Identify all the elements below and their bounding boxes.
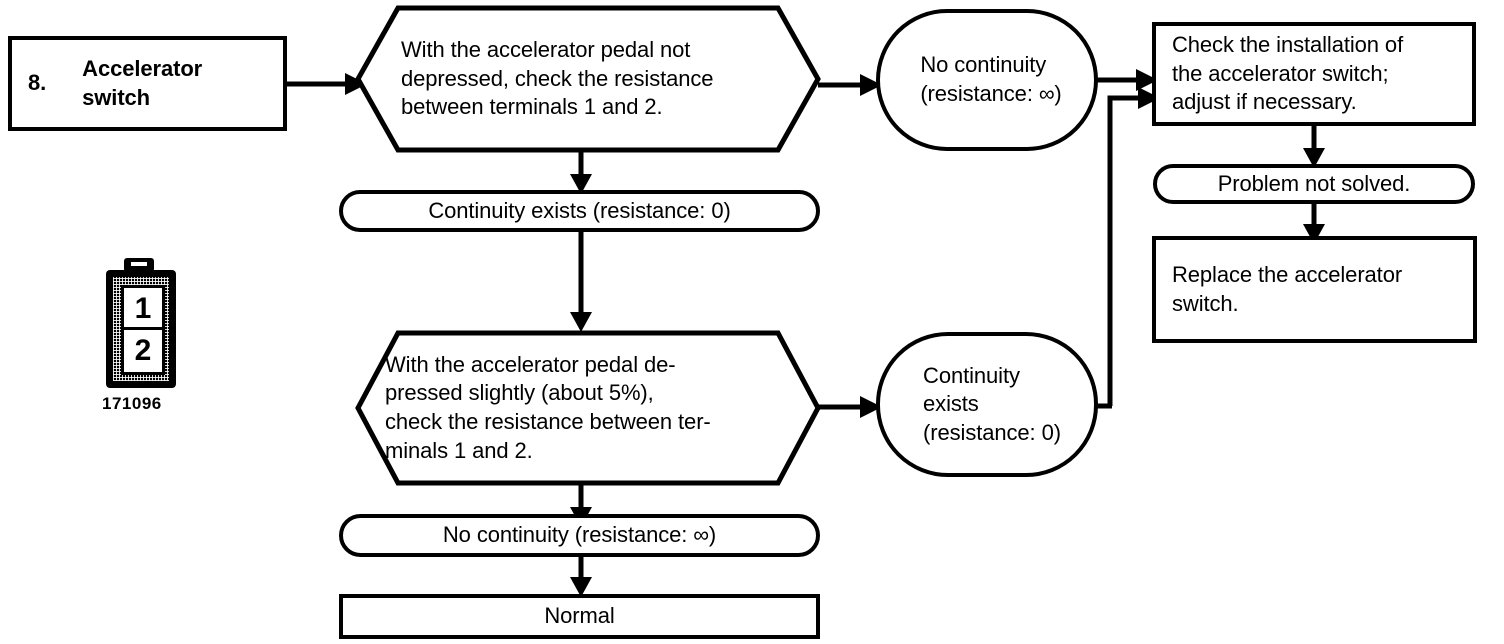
connector-illustration: 1 2 171096 (100, 258, 190, 418)
node-test1-text: With the accelerator pedal not depressed… (401, 37, 714, 120)
arrow-test1-to-no-continuity (818, 74, 882, 96)
hexagon-outline (355, 5, 821, 153)
node-test2-result-continuity[interactable]: Continuity exists (resistance: 0) (876, 332, 1098, 477)
node-check-installation[interactable]: Check the installation of the accelerato… (1152, 22, 1476, 126)
hexagon-outline-2 (355, 330, 821, 486)
node-test2-result-no-continuity[interactable]: No continuity (resistance: ∞) (339, 514, 820, 557)
arrow-continuity-exists-to-check-installation (1107, 87, 1160, 406)
node-test1[interactable]: With the accelerator pedal not depressed… (355, 5, 821, 153)
connector-pin-1: 1 (121, 285, 165, 333)
node-normal[interactable]: Normal (339, 594, 820, 639)
node-test2-result-no-continuity-text: No continuity (resistance: ∞) (442, 522, 717, 548)
arrow-check-installation-to-problem-not-solved (1303, 126, 1325, 168)
arrow-test1-to-continuity-exists (570, 152, 592, 194)
node-test1-result-no-continuity[interactable]: No continuity (resistance: ∞) (876, 9, 1098, 151)
node-replace-switch-text: Replace the accelerator switch. (1172, 261, 1403, 316)
node-problem-not-solved-text: Problem not solved. (1217, 170, 1411, 196)
node-test2-result-continuity-text: Continuity exists (resistance: 0) (923, 362, 1061, 445)
node-test1-result-continuity[interactable]: Continuity exists (resistance: 0) (339, 190, 820, 232)
node-problem-not-solved[interactable]: Problem not solved. (1153, 164, 1475, 204)
step-title: Accelerator switch (82, 55, 203, 110)
connector-pin-2: 2 (121, 327, 165, 375)
node-normal-text: Normal (544, 603, 615, 629)
node-step-accelerator-switch[interactable]: 8. Accelerator switch (8, 36, 287, 131)
step-number: 8. (28, 70, 47, 96)
node-test1-result-continuity-text: Continuity exists (resistance: 0) (428, 197, 731, 223)
connector-locking-tab-slot (131, 262, 147, 266)
arrow-continuity-exists-to-test2 (570, 232, 592, 332)
arrow-step8-to-test1 (287, 73, 367, 95)
arrow-no-continuity-to-normal (570, 557, 592, 597)
node-test2[interactable]: With the accelerator pedal de- pressed s… (355, 330, 821, 486)
arrow-no-continuity-to-check-installation (1096, 69, 1158, 91)
arrow-test2-to-continuity-exists (818, 396, 882, 418)
node-check-installation-text: Check the installation of the accelerato… (1172, 32, 1404, 115)
node-test1-result-no-continuity-text: No continuity (resistance: ∞) (920, 52, 1062, 106)
node-replace-switch[interactable]: Replace the accelerator switch. (1152, 236, 1477, 343)
connector-figure-caption: 171096 (102, 394, 162, 413)
arrow-problem-not-solved-to-replace-switch (1303, 204, 1325, 244)
node-test2-text: With the accelerator pedal de- pressed s… (385, 351, 711, 463)
